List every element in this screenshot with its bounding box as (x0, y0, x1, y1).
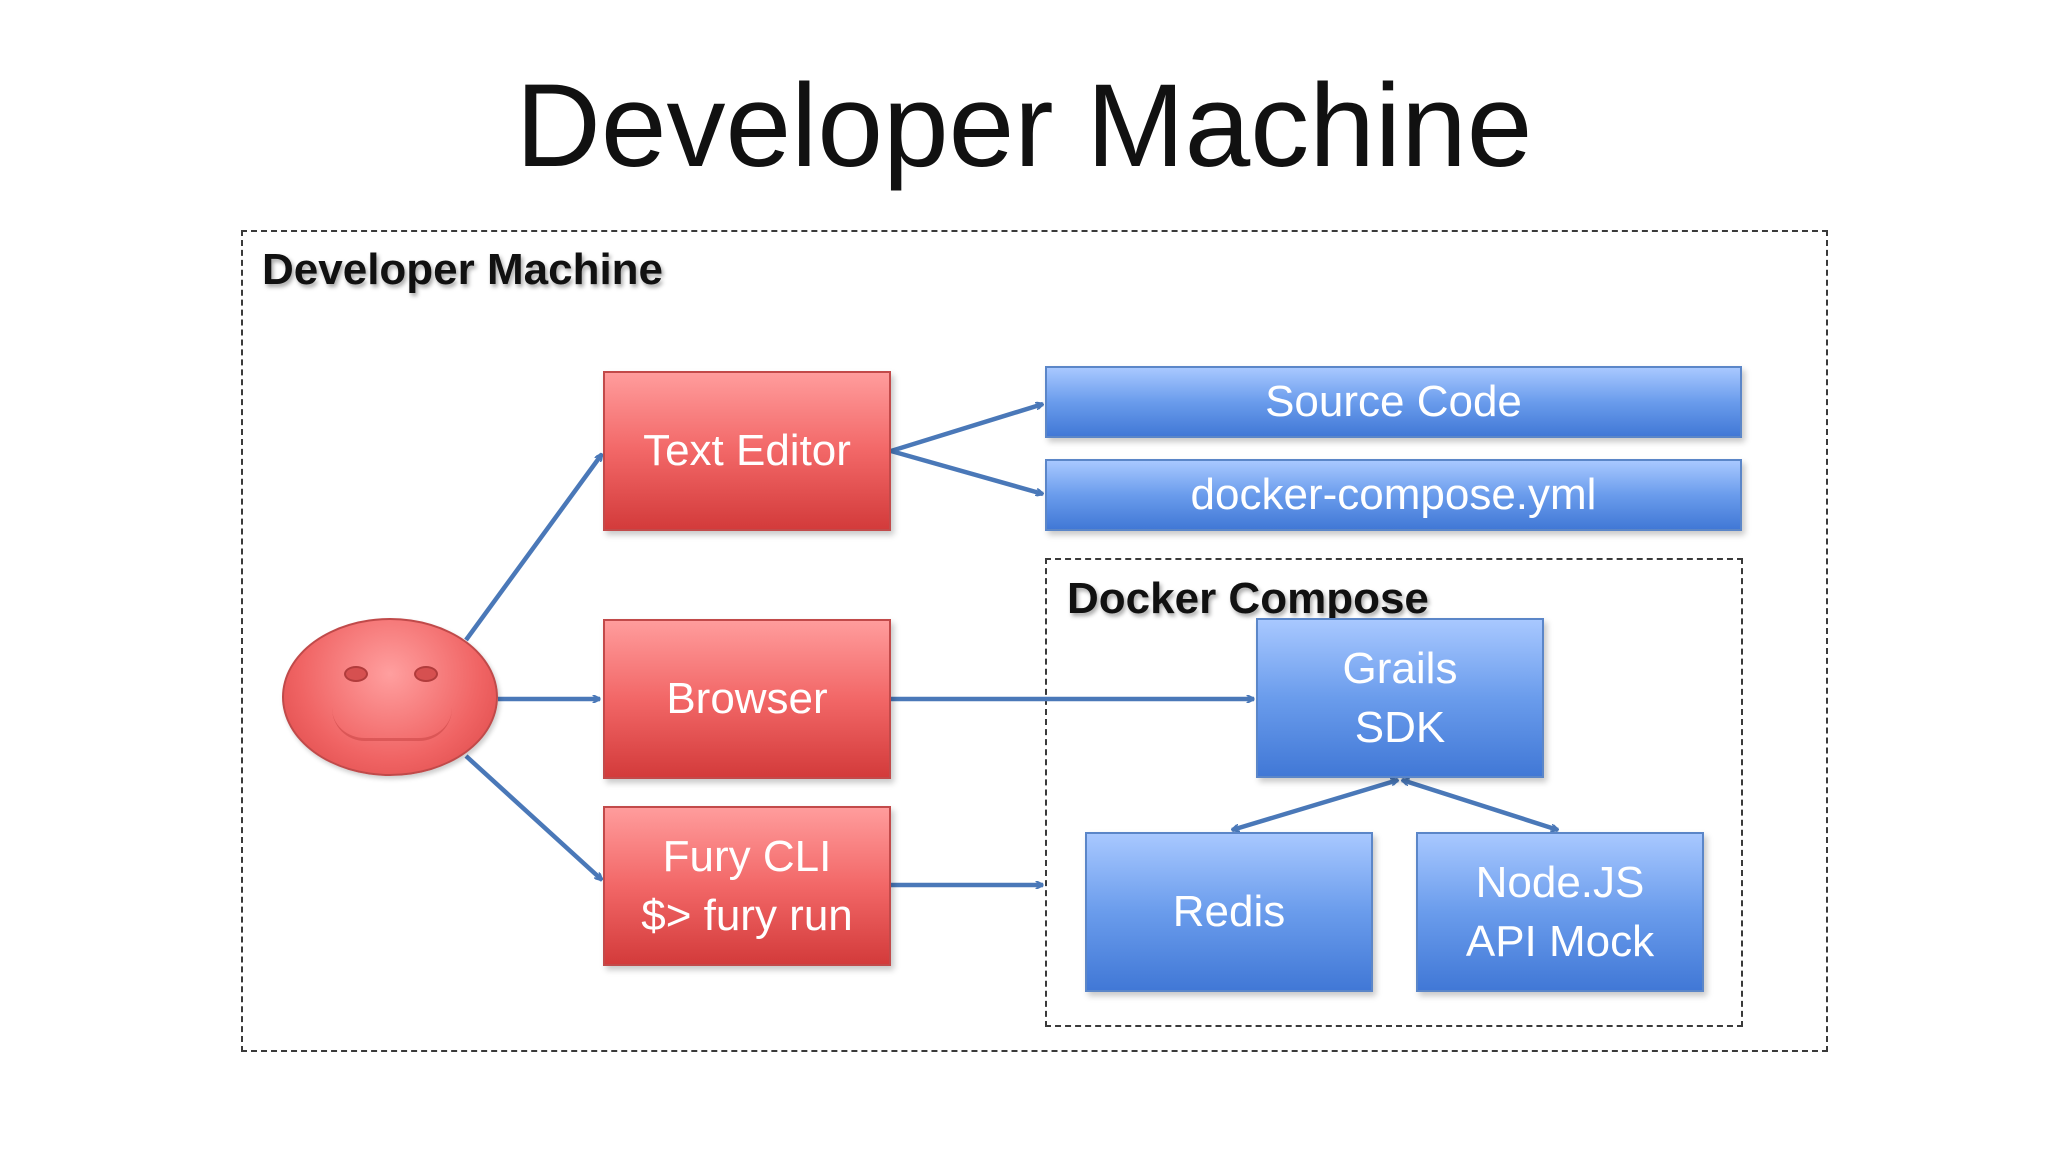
browser-node: Browser (603, 619, 891, 779)
nodejs-label-line1: Node.JS (1475, 857, 1645, 907)
grails-sdk-label-line1: Grails (1342, 643, 1458, 693)
docker-compose-yml-label: docker-compose.yml (1190, 470, 1597, 520)
docker-compose-yml-node: docker-compose.yml (1045, 459, 1742, 531)
arrow-text-editor-to-compose-yml (890, 448, 1043, 494)
arrow-grails-nodejs (1402, 780, 1558, 830)
redis-label: Redis (1172, 887, 1286, 937)
developer-machine-group (241, 230, 1828, 1052)
fury-cli-command: $> fury run (641, 891, 853, 940)
nodejs-api-mock-node: Node.JS API Mock (1416, 832, 1704, 992)
developer-left-eye (344, 666, 368, 682)
grails-sdk-node: Grails SDK (1256, 618, 1544, 778)
text-editor-label: Text Editor (643, 426, 851, 476)
fury-cli-node: Fury CLI $> fury run (603, 806, 891, 966)
developer-right-eye (414, 666, 438, 682)
arrow-developer-to-text-editor (464, 454, 604, 642)
docker-compose-group-label: Docker Compose (1067, 574, 1429, 623)
arrow-developer-to-fury-cli (464, 754, 602, 880)
fury-cli-label: Fury CLI (662, 831, 832, 881)
text-editor-node: Text Editor (603, 371, 891, 531)
source-code-label: Source Code (1265, 377, 1522, 427)
redis-node: Redis (1085, 832, 1373, 992)
source-code-node: Source Code (1045, 366, 1742, 438)
arrow-grails-redis (1232, 780, 1398, 830)
browser-label: Browser (666, 674, 828, 724)
nodejs-label-line2: API Mock (1465, 917, 1655, 966)
developer-avatar (282, 618, 498, 776)
developer-machine-group-label: Developer Machine (262, 245, 664, 294)
arrow-text-editor-to-source-code (890, 404, 1043, 454)
docker-compose-group (1045, 558, 1743, 1027)
grails-sdk-label-line2: SDK (1354, 703, 1446, 752)
slide-title: Developer Machine (515, 60, 1533, 192)
developer-mouth (332, 708, 452, 741)
